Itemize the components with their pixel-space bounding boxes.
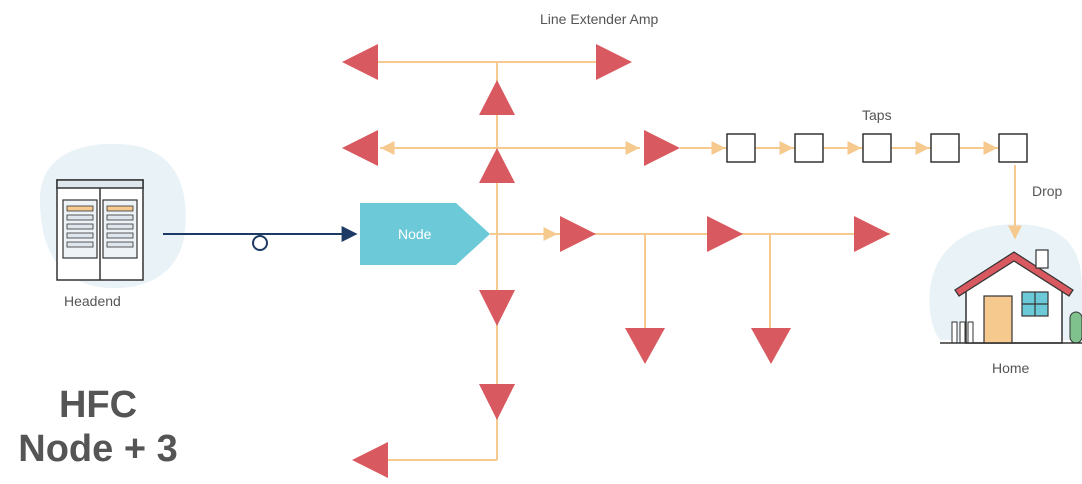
fiber-splice-circle xyxy=(252,235,268,251)
amp-branch-2 xyxy=(707,216,743,252)
amp-left-top xyxy=(342,44,378,80)
tap-box xyxy=(998,133,1028,163)
amp-right-middle xyxy=(644,130,680,166)
tap-box xyxy=(726,133,756,163)
home-icon xyxy=(940,249,1082,344)
title-line-1: HFC xyxy=(58,384,138,426)
tap-box xyxy=(862,133,892,163)
node-shape xyxy=(360,203,490,265)
amp-left-middle xyxy=(342,130,378,166)
amp-down-1 xyxy=(479,290,515,326)
diagram-title: HFC Node + 3 xyxy=(0,383,196,471)
amp-drop-1 xyxy=(625,328,665,364)
amp-branch-3 xyxy=(854,216,890,252)
amp-down-2 xyxy=(479,384,515,420)
headend-cabinet-icon xyxy=(56,179,144,281)
tap-box xyxy=(794,133,824,163)
headend-label: Headend xyxy=(64,293,121,309)
amp-right-top xyxy=(596,44,632,80)
amp-up-lower xyxy=(479,148,515,183)
title-line-2: Node + 3 xyxy=(18,428,178,470)
amp-drop-2 xyxy=(751,328,791,364)
tap-box xyxy=(930,133,960,163)
amp-branch-1 xyxy=(560,216,596,252)
amplifiers xyxy=(342,44,890,478)
amp-bottom-left xyxy=(352,442,388,478)
home-label: Home xyxy=(992,360,1030,376)
node-label: Node xyxy=(398,226,432,242)
line-extender-amp-label: Line Extender Amp xyxy=(540,11,659,27)
taps-label: Taps xyxy=(862,107,892,123)
amp-up-upper xyxy=(479,80,515,115)
taps xyxy=(726,133,1028,163)
drop-label: Drop xyxy=(1032,183,1063,199)
